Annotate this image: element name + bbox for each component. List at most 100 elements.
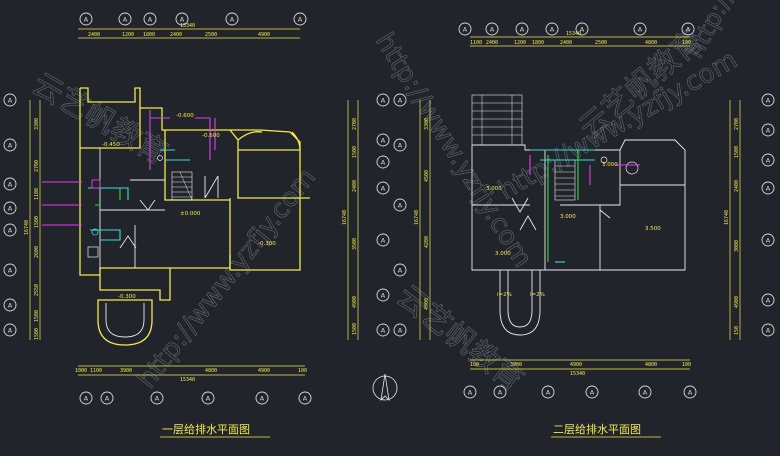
axis-marker-46: A [761, 123, 775, 137]
axis-marker-circle [393, 263, 407, 277]
plan1-left-dim-5: 2550 [34, 284, 40, 296]
axis-marker-39: A [683, 385, 697, 399]
axis-marker-circle [376, 288, 390, 302]
plan2-right-dim-5: 150 [734, 326, 740, 335]
plan1-top-dim-4: 2500 [205, 32, 217, 38]
plan1-bottom-dim-1: 1100 [90, 368, 102, 374]
axis-marker-label: A [260, 394, 265, 402]
plan1-levels: -0.450 -0.600 -0.600 ±0.000 -0.300 -0.30… [102, 113, 276, 300]
axis-marker-24: A [376, 233, 390, 247]
axis-marker-circle [225, 12, 239, 26]
plan2-right-dim-3: 3000 [734, 240, 740, 252]
axis-marker-label: A [766, 326, 771, 334]
axis-marker-circle [683, 385, 697, 399]
axis-marker-circle [255, 391, 269, 405]
plan2-right-total: 16740 [724, 210, 730, 225]
axis-marker-circle [3, 263, 17, 277]
axis-marker-circle [79, 12, 93, 26]
axis-marker-circle [633, 22, 647, 36]
axis-marker-label: A [398, 266, 403, 274]
washbasin-icon [157, 155, 163, 161]
axis-marker-circle [3, 298, 17, 312]
plan2-top-dim-6: 4800 [645, 40, 657, 46]
axis-marker-48: A [761, 181, 775, 195]
axis-marker-circle [545, 22, 559, 36]
axis-marker-label: A [546, 388, 551, 396]
axis-marker-label: A [688, 388, 693, 396]
plan2-left-dim-0: 3300 [424, 118, 430, 130]
axis-marker-label: A [766, 96, 771, 104]
axis-marker-label: A [84, 394, 89, 402]
plan1-right-total: 16740 [342, 210, 348, 225]
plan1-top-dimensions: 15340 2400 1200 1800 2400 2500 4900 [78, 23, 300, 39]
axis-marker-label: A [766, 296, 771, 304]
axis-marker-30: A [545, 22, 559, 36]
plan2-right-dim-1: 1500 [734, 146, 740, 158]
axis-marker-circle [376, 93, 390, 107]
plan2-bottom-dim-2: 4900 [570, 362, 582, 368]
toilet-icon [625, 161, 639, 175]
axis-marker-43: A [393, 263, 407, 277]
axis-marker-circle [393, 93, 407, 107]
axis-marker-label: A [381, 136, 386, 144]
plan1-level-0: -0.450 [102, 142, 120, 148]
plan1-level-2: -0.600 [202, 133, 220, 139]
axis-marker-28: A [485, 22, 499, 36]
axis-marker-circle [463, 385, 477, 399]
axis-marker-circle [515, 22, 529, 36]
axis-marker-13: A [3, 138, 17, 152]
axis-marker-circle [393, 138, 407, 152]
plan2: 15340 1100 2400 1200 1800 2400 2500 4800… [414, 31, 741, 438]
axis-marker-label: A [298, 15, 303, 23]
axis-marker-label: A [520, 25, 525, 33]
north-arrow-icon [372, 373, 398, 402]
axis-marker-circle [761, 123, 775, 137]
axis-marker-44: A [393, 323, 407, 337]
axis-marker-circle [393, 198, 407, 212]
plan1-left-total: 16740 [24, 220, 30, 235]
axis-marker-circle [376, 181, 390, 195]
plan2-top-dim-0: 1100 [470, 40, 482, 46]
plan1-top-dim-3: 2400 [170, 32, 182, 38]
plan2-right-dim-2: 2400 [734, 180, 740, 192]
axis-marker-circle [175, 12, 189, 26]
axis-marker-35: A [493, 385, 507, 399]
plan1-top-total: 15340 [180, 23, 195, 29]
axis-marker-15: A [3, 201, 17, 215]
axis-marker-circle [761, 181, 775, 195]
plan2-level-1: 3.000 [560, 214, 576, 220]
plan2-level-4: 3.000 [602, 162, 618, 168]
plan2-pergola [471, 94, 523, 146]
plan2-top-dimensions: 15340 1100 2400 1200 1800 2400 2500 4800… [470, 31, 691, 47]
plan2-right-dim-0: 2700 [734, 118, 740, 130]
plan1-level-3: ±0.000 [180, 211, 201, 217]
plan2-left-dim-1: 4500 [424, 170, 430, 182]
axis-marker-circle [541, 385, 555, 399]
axis-marker-circle [298, 391, 312, 405]
axis-marker-14: A [3, 177, 17, 191]
axis-marker-1: A [118, 12, 132, 26]
axis-marker-circle [575, 22, 589, 36]
plan1-bottom-dim-4: 4900 [258, 368, 270, 374]
axis-marker-31: A [575, 22, 589, 36]
axis-marker-25: A [376, 288, 390, 302]
plan1-right-dimensions: 2700 1500 2400 3500 4900 1500 16740 [342, 100, 359, 340]
plan2-title: 二层给排水平面图 [553, 422, 641, 436]
axis-marker-34: A [463, 385, 477, 399]
axis-marker-circle [761, 93, 775, 107]
axis-marker-19: A [3, 323, 17, 337]
axis-marker-42: A [393, 198, 407, 212]
axis-marker-label: A [398, 326, 403, 334]
plan2-right-dim-4: 4900 [734, 296, 740, 308]
axis-marker-label: A [381, 184, 386, 192]
axis-marker-6: A [79, 391, 93, 405]
axis-marker-circle [458, 22, 472, 36]
axis-marker-circle [376, 133, 390, 147]
axis-marker-label: A [206, 394, 211, 402]
axis-marker-label: A [580, 25, 585, 33]
axis-marker-circle [761, 323, 775, 337]
plan2-left-dim-3: 4900 [424, 298, 430, 310]
plan1-right-dim-4: 4900 [352, 296, 358, 308]
